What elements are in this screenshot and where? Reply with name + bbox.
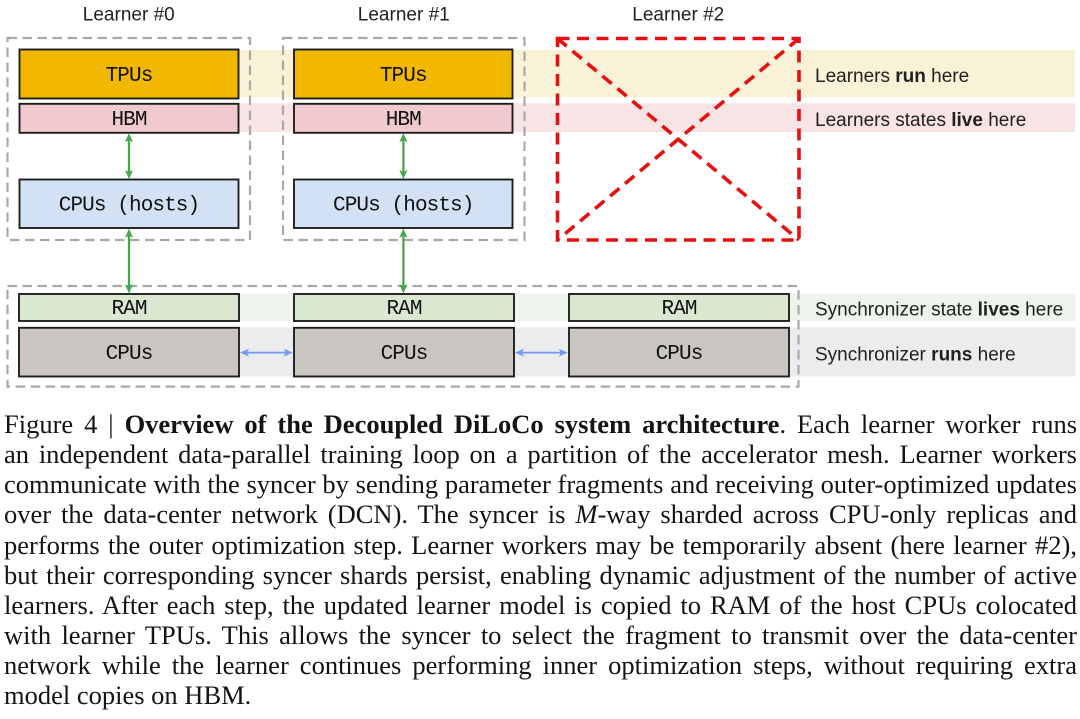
svg-text:Learners states live here: Learners states live here [815, 110, 1026, 131]
svg-text:RAM: RAM [386, 298, 421, 321]
svg-text:Learner #0: Learner #0 [83, 5, 175, 26]
svg-text:TPUs: TPUs [106, 65, 153, 88]
svg-text:Learners run here: Learners run here [815, 66, 969, 87]
svg-text:Synchronizer state lives here: Synchronizer state lives here [815, 300, 1063, 321]
svg-text:RAM: RAM [111, 298, 146, 321]
svg-text:Learner #2: Learner #2 [632, 5, 724, 26]
svg-text:HBM: HBM [386, 109, 421, 132]
svg-text:Learner #1: Learner #1 [358, 5, 450, 26]
svg-text:HBM: HBM [111, 109, 146, 132]
svg-text:CPUs (hosts): CPUs (hosts) [59, 194, 199, 217]
svg-text:CPUs (hosts): CPUs (hosts) [333, 194, 473, 217]
svg-text:CPUs: CPUs [656, 343, 703, 366]
svg-text:TPUs: TPUs [380, 65, 427, 88]
svg-text:Synchronizer runs here: Synchronizer runs here [815, 344, 1016, 365]
svg-text:RAM: RAM [661, 298, 696, 321]
svg-text:CPUs: CPUs [106, 343, 153, 366]
svg-text:CPUs: CPUs [381, 343, 428, 366]
